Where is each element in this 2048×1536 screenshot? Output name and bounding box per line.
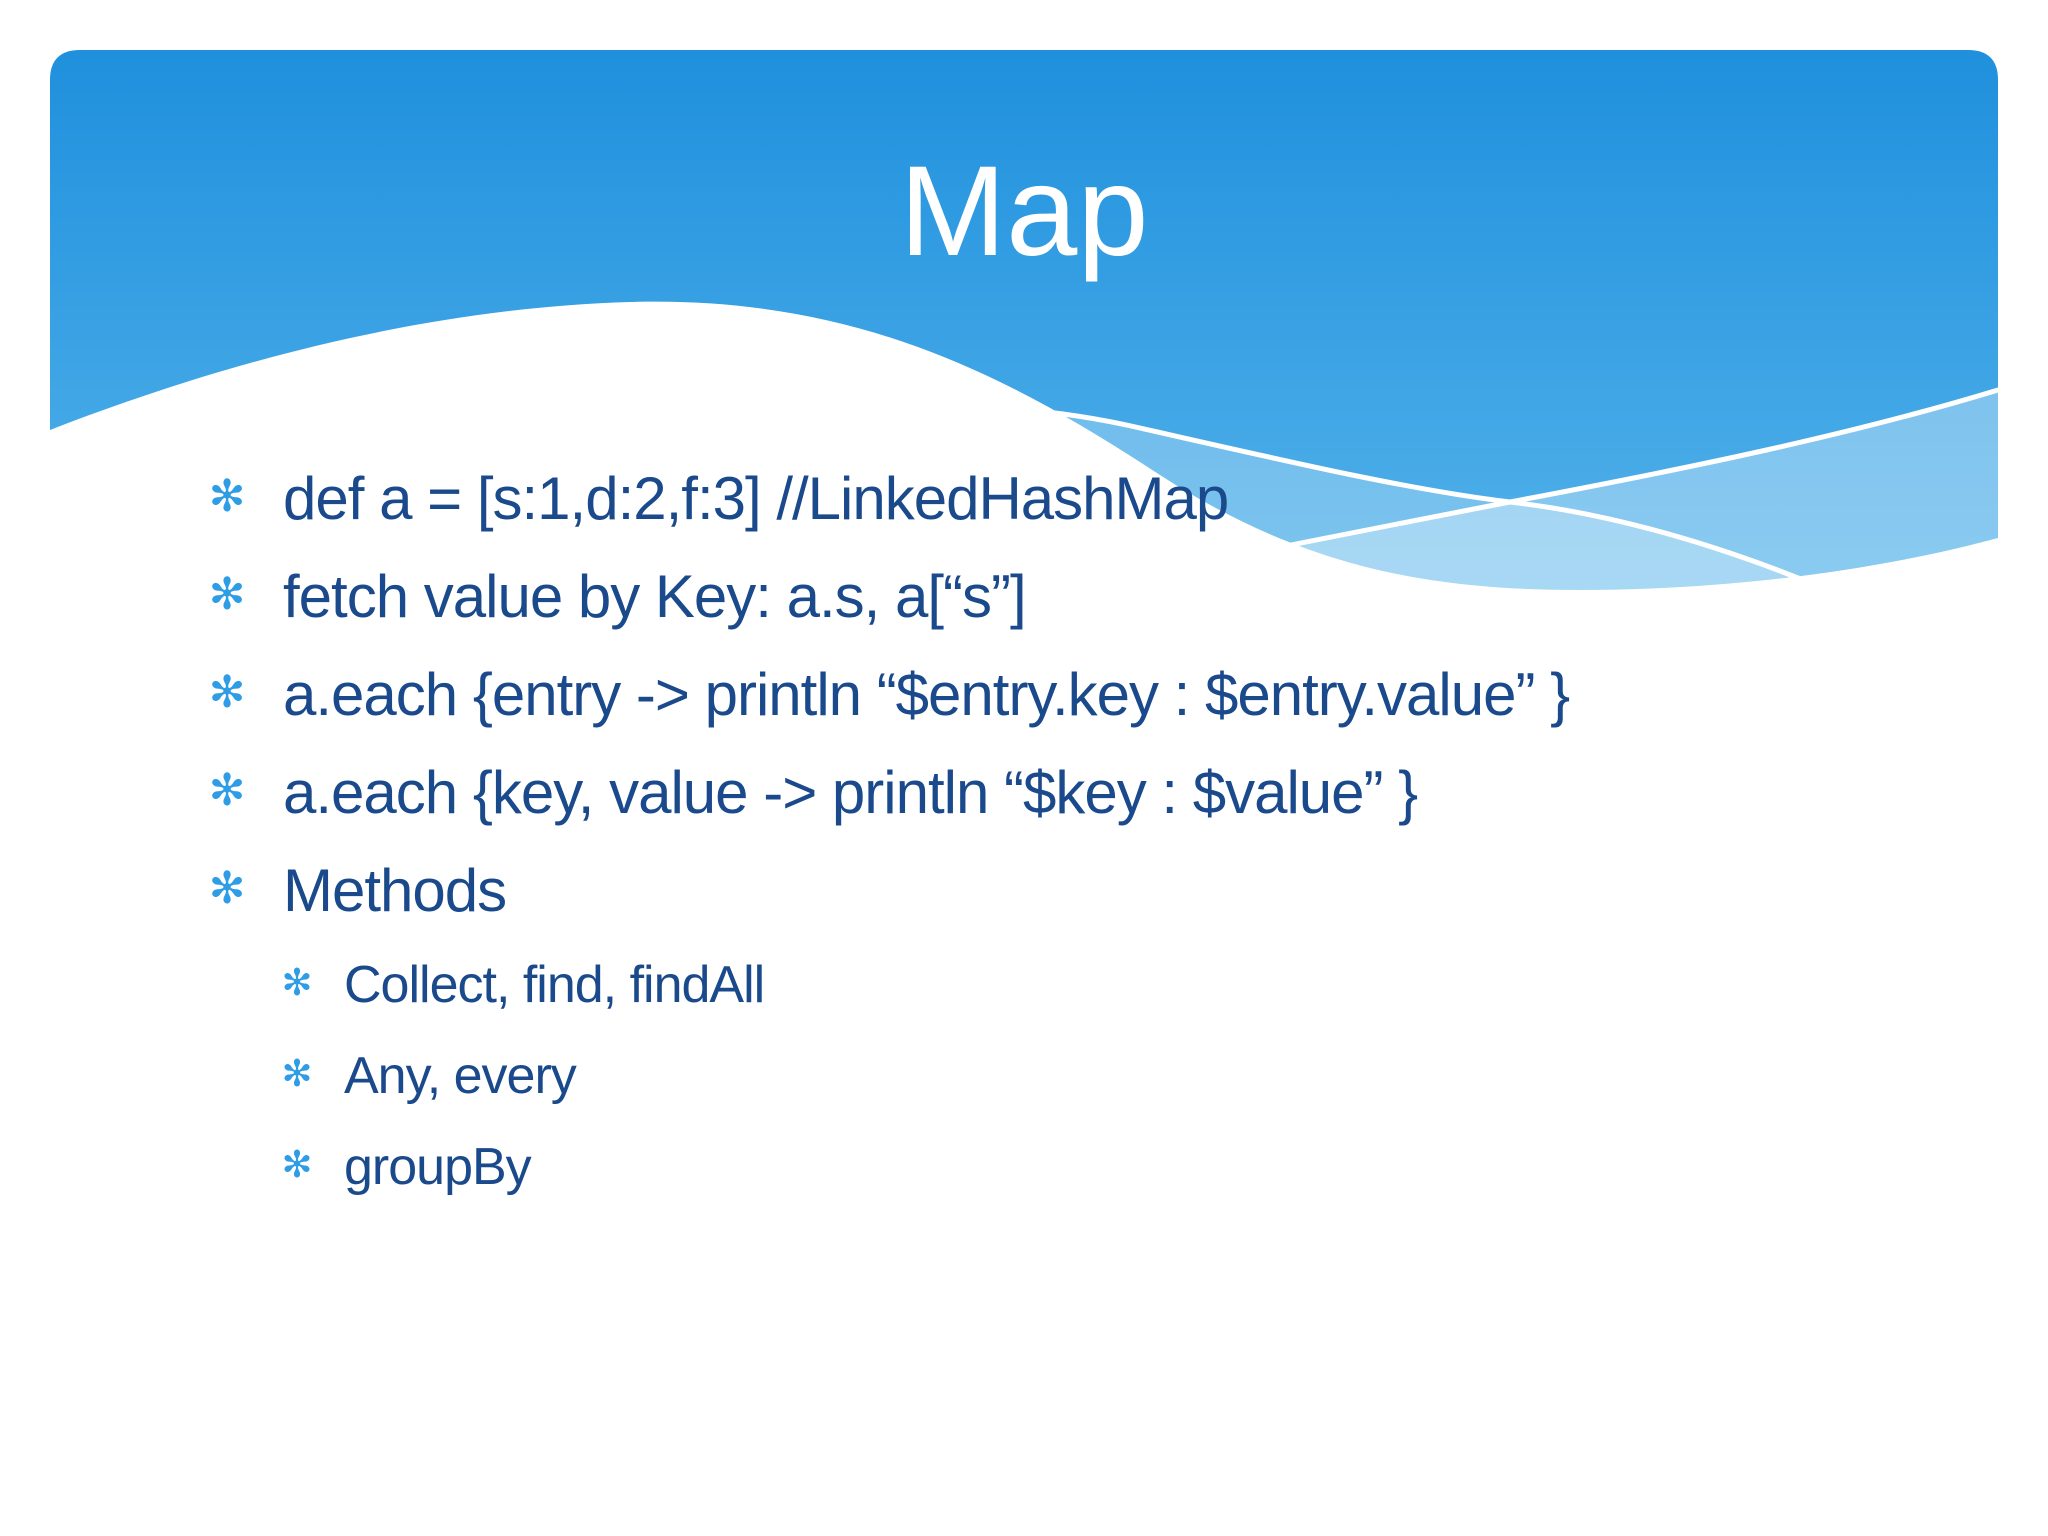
bullet-text: Collect, find, findAll [344, 955, 765, 1014]
bullet-text: Methods [283, 856, 507, 924]
sub-bullet-item: ✻ groupBy [50, 1121, 1998, 1212]
slide-title: Map [899, 140, 1149, 283]
sub-bullet-item: ✻ Collect, find, findAll [50, 939, 1998, 1030]
bullet-text: fetch value by Key: a.s, a[“s”] [283, 562, 1027, 630]
asterisk-bullet-icon: ✻ [281, 961, 313, 1004]
bullet-item: ✻ def a = [s:1,d:2,f:3] //LinkedHashMap [50, 449, 1998, 547]
asterisk-bullet-icon: ✻ [208, 764, 246, 816]
bullet-text: Any, every [344, 1046, 577, 1105]
bullet-item: ✻ fetch value by Key: a.s, a[“s”] [50, 547, 1998, 645]
header-wave-graphic [50, 50, 1998, 670]
main-white-wave [50, 301, 1998, 670]
bullet-list: ✻ def a = [s:1,d:2,f:3] //LinkedHashMap … [50, 449, 1998, 1212]
asterisk-bullet-icon: ✻ [208, 568, 246, 620]
bullet-text: def a = [s:1,d:2,f:3] //LinkedHashMap [283, 464, 1229, 532]
asterisk-bullet-icon: ✻ [281, 1143, 313, 1186]
bullet-item: ✻ a.each {key, value -> println “$key : … [50, 743, 1998, 841]
asterisk-bullet-icon: ✻ [281, 1052, 313, 1095]
asterisk-bullet-icon: ✻ [208, 470, 246, 522]
asterisk-bullet-icon: ✻ [208, 666, 246, 718]
bullet-item: ✻ Methods [50, 841, 1998, 939]
bullet-item: ✻ a.each {entry -> println “$entry.key :… [50, 645, 1998, 743]
slide: Map ✻ def a = [s:1,d:2,f:3] //LinkedHash… [50, 50, 1998, 1486]
asterisk-bullet-icon: ✻ [208, 862, 246, 914]
bullet-text: a.each {key, value -> println “$key : $v… [283, 758, 1418, 826]
sub-bullet-item: ✻ Any, every [50, 1030, 1998, 1121]
bullet-text: groupBy [344, 1137, 532, 1196]
bullet-text: a.each {entry -> println “$entry.key : $… [283, 660, 1570, 728]
